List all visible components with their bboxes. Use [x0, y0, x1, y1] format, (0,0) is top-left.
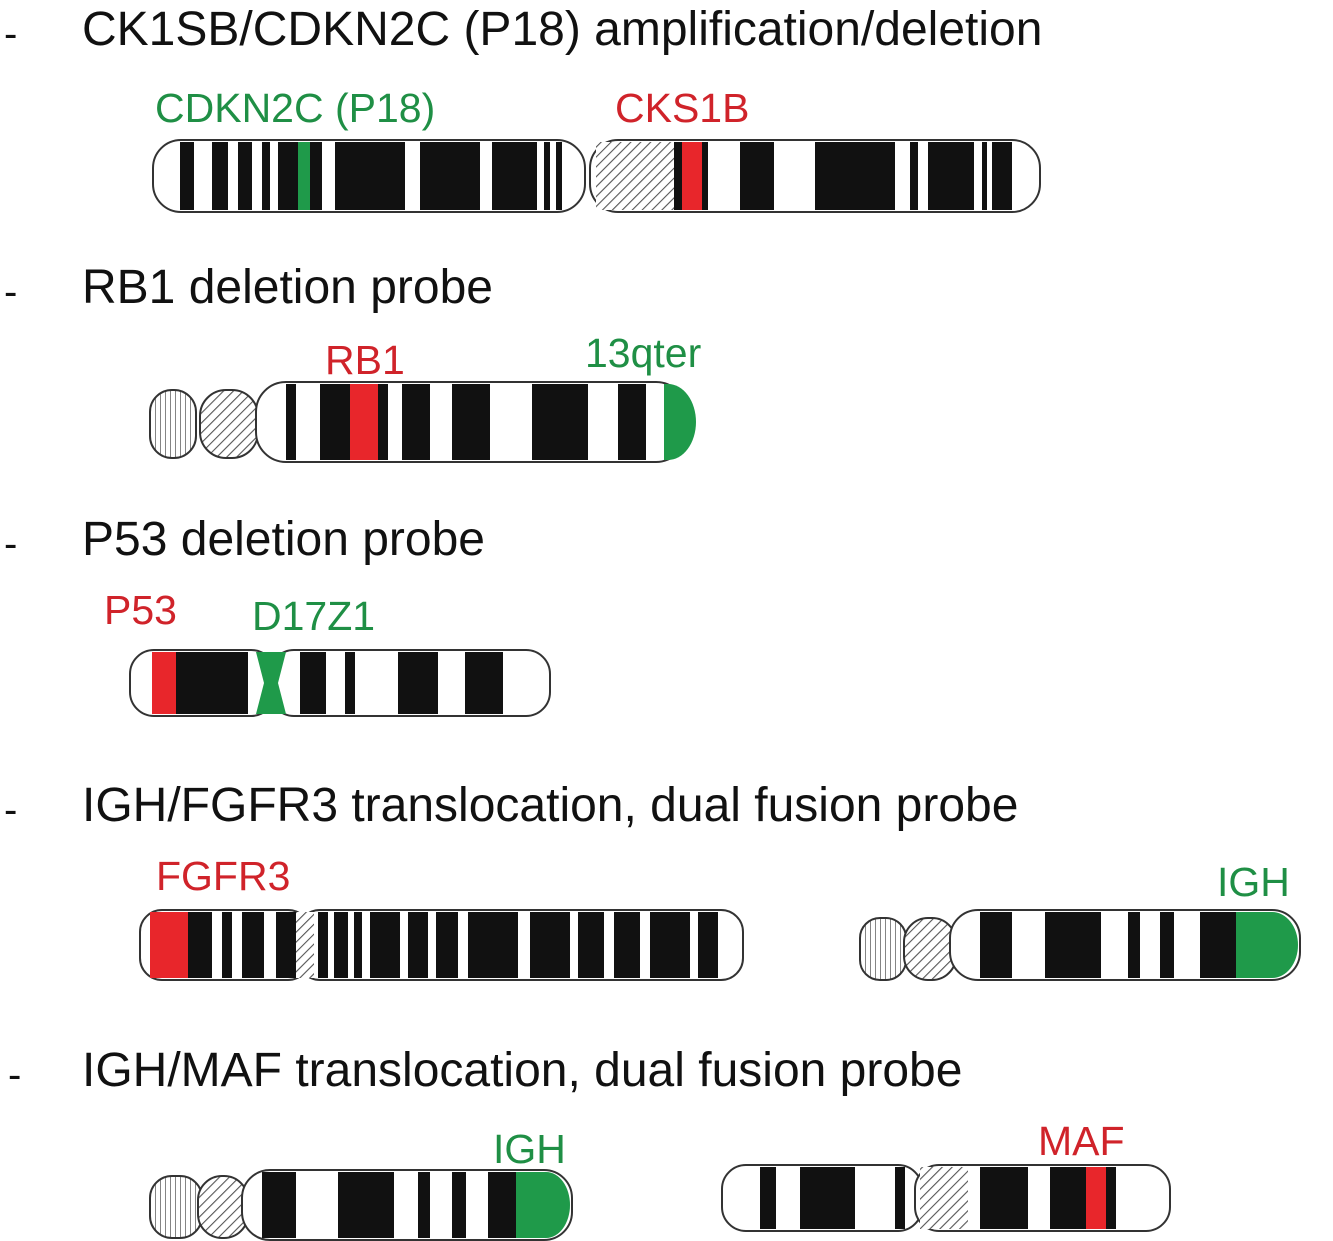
probe-label-rb1: RB1	[325, 337, 405, 383]
probe-label-cks1b: CKS1B	[615, 85, 750, 131]
section-heading-p53: P53 deletion probe	[82, 513, 485, 566]
chromosome-14-body-b	[149, 1169, 573, 1241]
chromosome-4-body	[139, 909, 744, 981]
chromosome-16-body	[721, 1164, 1171, 1232]
probe-label-igh: IGH	[493, 1126, 566, 1172]
igh-probe-signal-a	[1236, 912, 1298, 978]
fgfr3-probe-signal	[150, 912, 188, 978]
section-heading-igh-maf: IGH/MAF translocation, dual fusion probe	[82, 1044, 963, 1097]
bullet-dash: -	[4, 270, 18, 314]
section-heading-rb1: RB1 deletion probe	[82, 261, 493, 314]
probe-label-maf: MAF	[1038, 1118, 1125, 1164]
probe-label-fgfr3: FGFR3	[156, 853, 291, 899]
probe-label-cdkn2c: CDKN2C (P18)	[155, 85, 436, 131]
d17z1-probe-signal	[256, 652, 286, 714]
section-heading-ck1sb-cdkn2c: CK1SB/CDKN2C (P18) amplification/deletio…	[82, 3, 1043, 56]
probe-label-13qter: 13qter	[585, 330, 702, 376]
chromosome-14-body-a	[859, 909, 1301, 981]
chromosome-1-body	[152, 139, 1041, 213]
bullet-dash: -	[4, 522, 18, 566]
probe-label-igh: IGH	[1217, 859, 1290, 905]
bullet-dash: -	[4, 788, 18, 832]
bullet-dash: -	[8, 1053, 22, 1097]
p53-probe-signal	[152, 652, 176, 714]
chromosome-17-body	[129, 649, 551, 717]
probe-label-d17z1: D17Z1	[252, 593, 376, 639]
probe-label-p53: P53	[104, 587, 177, 633]
cks1b-probe-signal	[682, 142, 702, 210]
chromosome-13-body	[149, 381, 696, 463]
section-heading-igh-fgfr3: IGH/FGFR3 translocation, dual fusion pro…	[82, 779, 1019, 832]
13qter-probe-signal	[664, 384, 696, 460]
bullet-dash: -	[4, 12, 18, 56]
rb1-probe-signal	[350, 384, 378, 460]
maf-probe-signal	[1086, 1167, 1106, 1229]
cdkn2c-probe-signal	[298, 142, 310, 210]
igh-probe-signal-b	[516, 1172, 570, 1238]
